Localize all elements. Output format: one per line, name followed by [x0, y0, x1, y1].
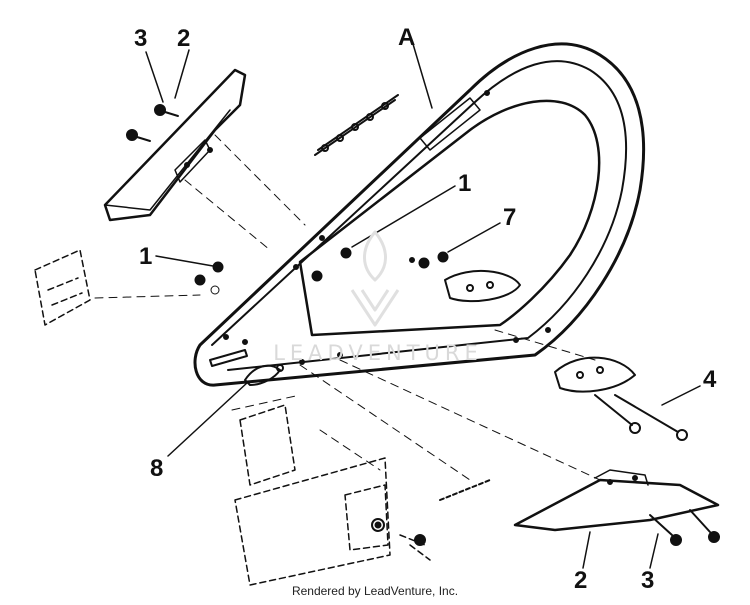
callout-a: A [398, 24, 416, 51]
top-bolts [126, 104, 179, 142]
alignment-lines [94, 134, 601, 481]
watermark-logo [350, 230, 400, 327]
watermark-text: LEADVENTURE [273, 341, 483, 365]
leader-lines [145, 43, 701, 569]
callout-3-top: 3 [134, 25, 148, 52]
center-hardware [311, 247, 449, 282]
lower-dashed-assembly [234, 404, 431, 586]
spring-clip [244, 364, 284, 386]
left-hardware [194, 261, 224, 295]
lower-hardware [371, 479, 491, 546]
callout-2-top: 2 [177, 25, 191, 52]
right-bracket [554, 356, 636, 393]
callout-8: 8 [150, 455, 164, 482]
callout-4: 4 [703, 366, 717, 393]
callout-2-bottom: 2 [574, 567, 588, 594]
callout-7: 7 [503, 204, 517, 231]
callout-1-top: 1 [458, 170, 472, 197]
bottom-bolts [649, 509, 720, 546]
callout-1-left: 1 [139, 243, 153, 270]
callout-3-bottom: 3 [641, 567, 655, 594]
footer-credit: Rendered by LeadVenture, Inc. [291, 584, 459, 598]
upper-guard-plate [103, 68, 247, 222]
chain-guard-a [193, 42, 646, 387]
lower-guard-plate [513, 469, 720, 532]
chain [314, 94, 399, 156]
inner-bracket [444, 269, 521, 303]
left-dashed-bracket [34, 249, 91, 326]
bolts-4 [594, 394, 688, 441]
